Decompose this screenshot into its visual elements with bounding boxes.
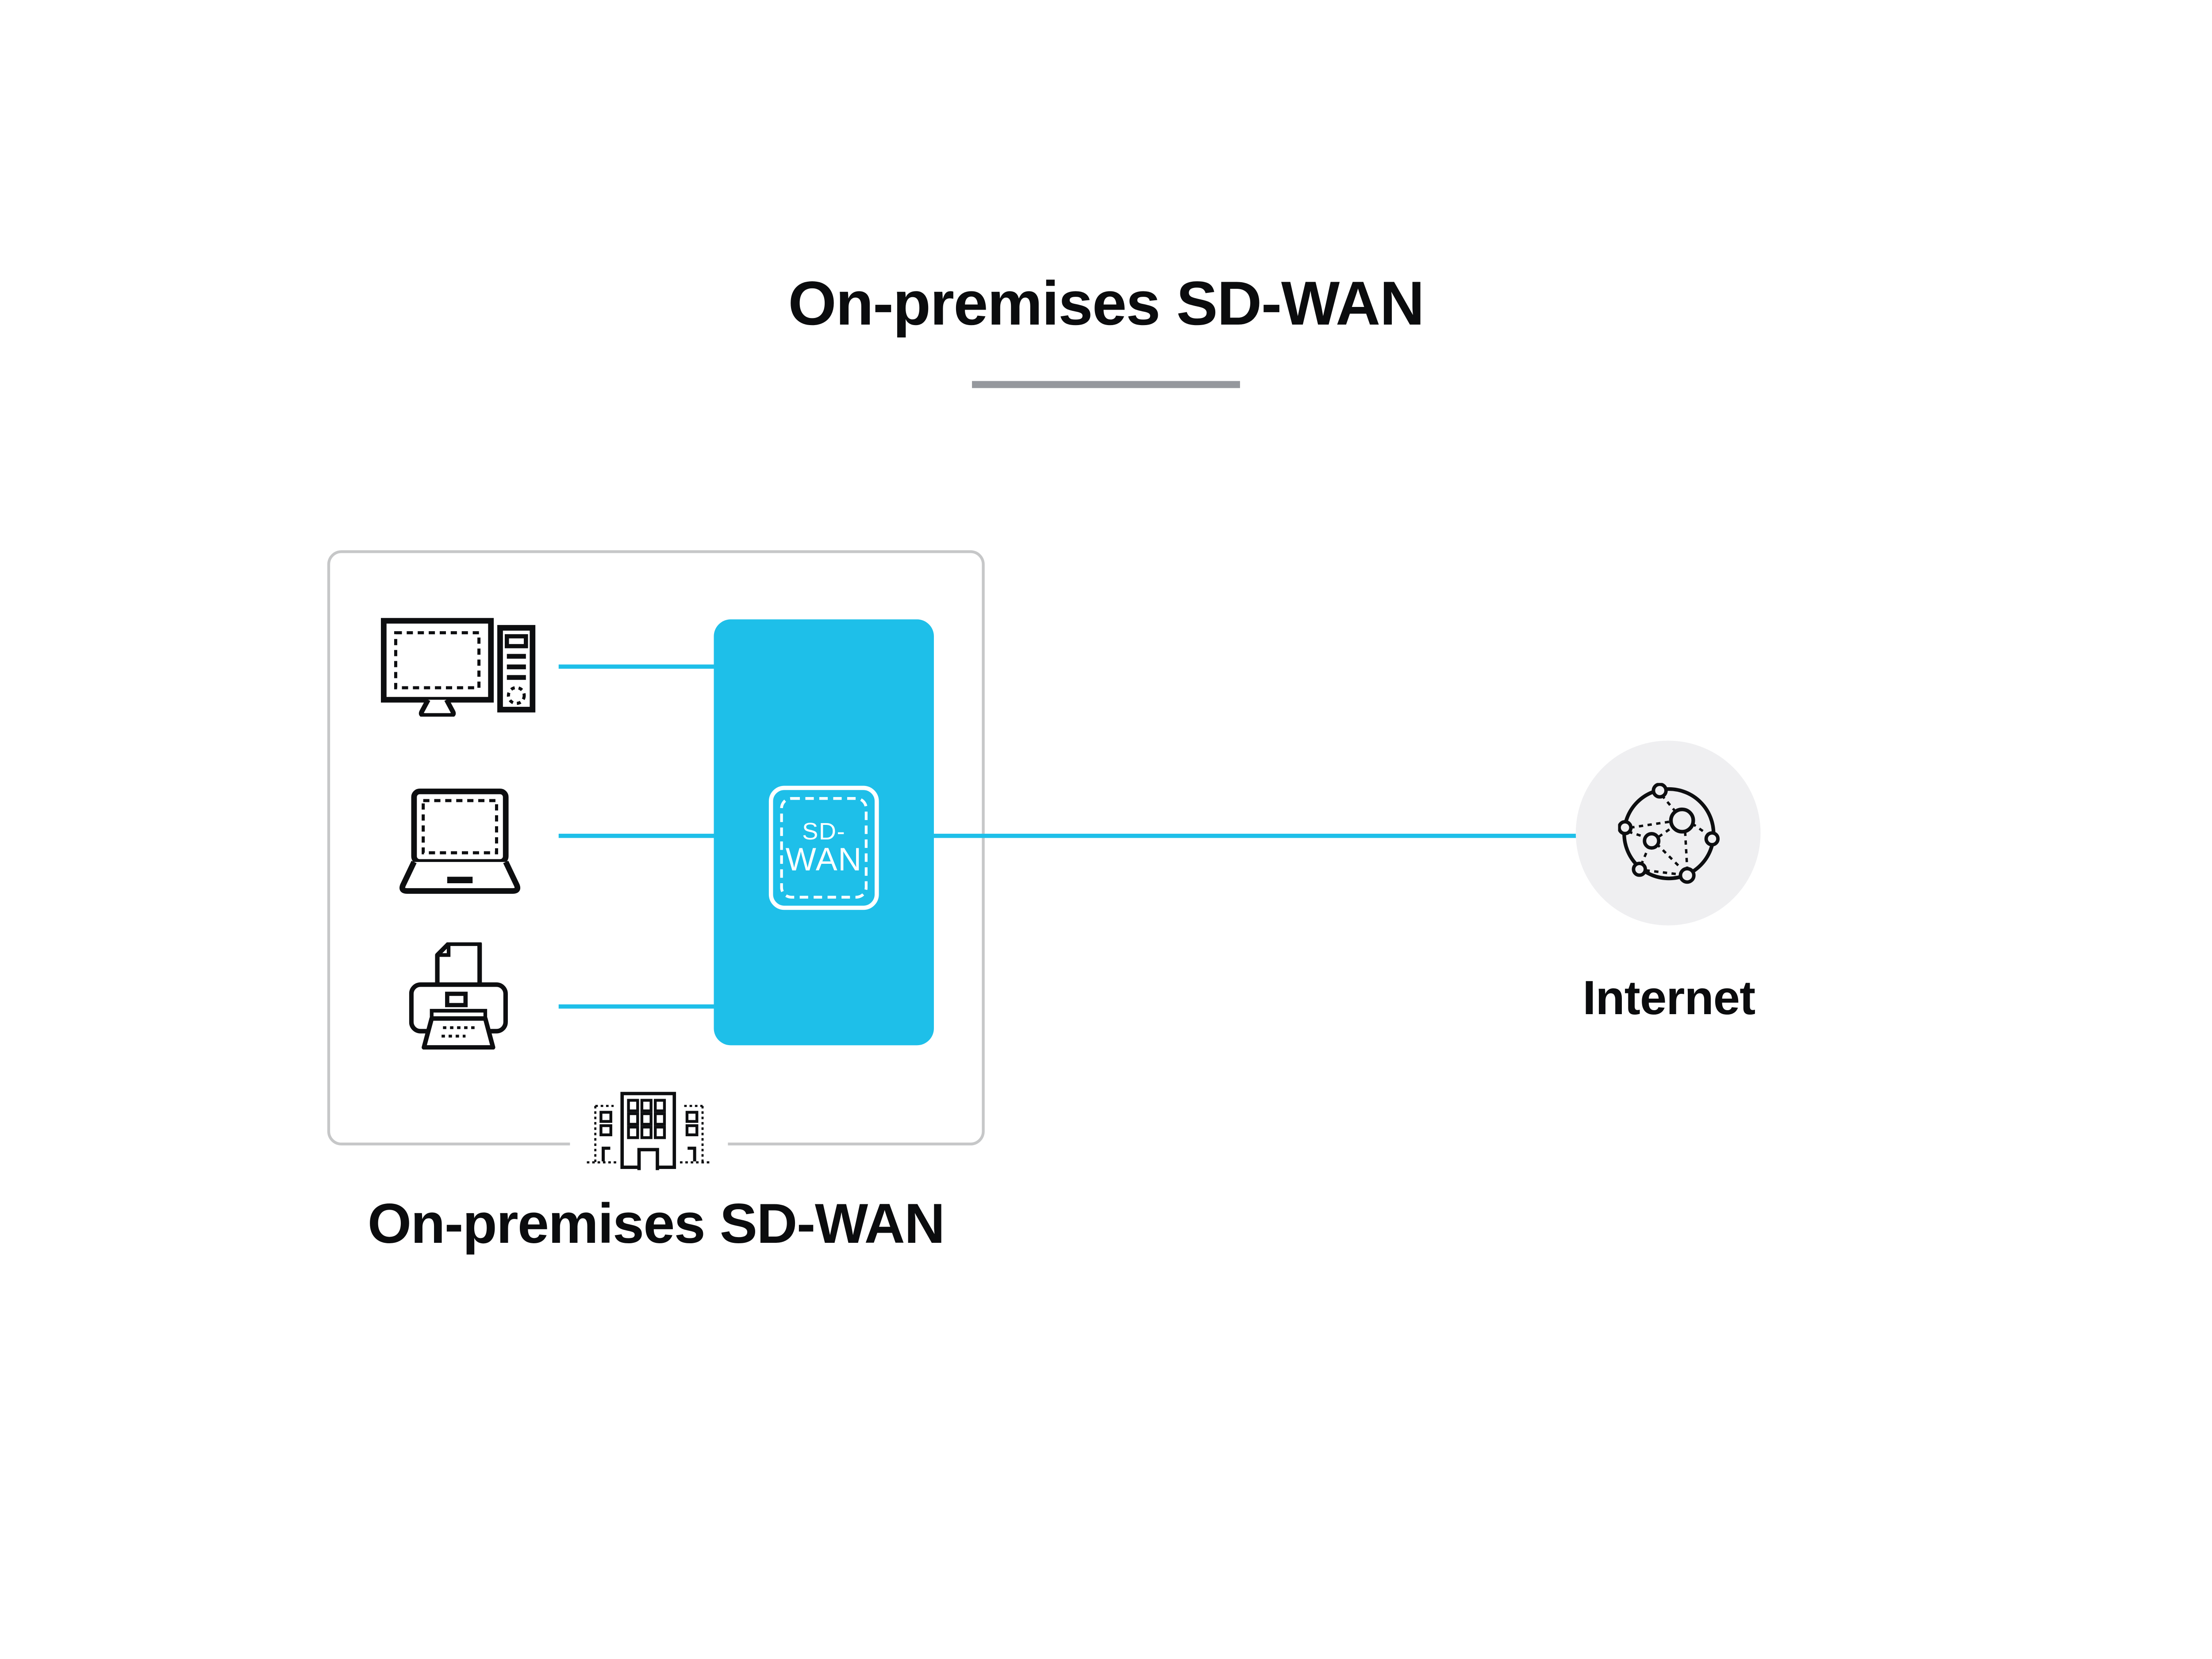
sd-wan-badge-label-line2: WAN xyxy=(785,840,862,877)
link-desktop-to-sdwan xyxy=(558,664,714,669)
sd-wan-badge-dashed-frame: SD- WAN xyxy=(780,797,868,899)
title-underline xyxy=(972,381,1240,388)
internet-label: Internet xyxy=(1582,972,1755,1026)
internet-circle xyxy=(1575,740,1761,926)
printer-icon xyxy=(409,942,508,1050)
link-printer-to-sdwan xyxy=(558,1004,714,1009)
sd-wan-badge: SD- WAN xyxy=(768,785,879,910)
on-premises-site-label: On-premises SD-WAN xyxy=(367,1193,945,1256)
link-laptop-to-sdwan xyxy=(558,834,714,838)
sd-wan-appliance-box: SD- WAN xyxy=(714,619,934,1046)
diagram-canvas: On-premises SD-WAN xyxy=(0,207,2212,1452)
network-globe-icon xyxy=(1617,782,1719,883)
sd-wan-badge-label-line1: SD- xyxy=(802,817,846,845)
office-building-icon xyxy=(570,1092,728,1171)
laptop-icon xyxy=(399,789,521,894)
link-sdwan-to-internet xyxy=(933,834,1578,838)
desktop-computer-icon xyxy=(380,618,536,717)
page-title: On-premises SD-WAN xyxy=(788,269,1425,339)
